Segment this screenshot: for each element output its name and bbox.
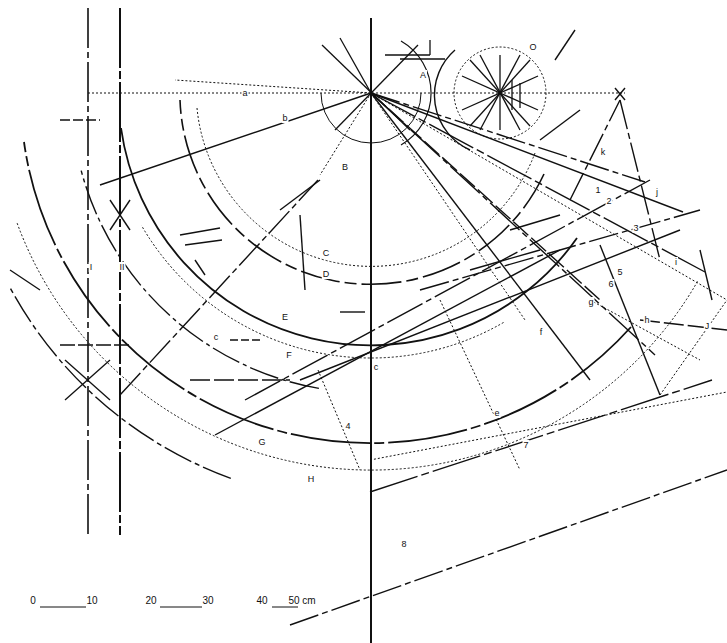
scale-number: 30 [201, 595, 214, 606]
cross-lines [10, 30, 727, 625]
arc-E [121, 128, 577, 345]
line-label: 1 [594, 185, 601, 195]
line-label: 5 [616, 267, 623, 277]
line-label: b [281, 113, 288, 123]
line-label: 4 [344, 421, 351, 431]
line-a [88, 93, 625, 94]
line-label: I [89, 262, 94, 272]
circle-O [454, 47, 546, 139]
scale-number: 20 [144, 595, 157, 606]
arc-D [180, 100, 544, 284]
line-label: G [257, 437, 266, 447]
scale-number: 10 [85, 595, 98, 606]
line-label: F [285, 350, 293, 360]
circle-B [321, 93, 421, 143]
line-label: c [373, 362, 380, 372]
line-label: c [213, 332, 220, 342]
line-label: 3 [632, 223, 639, 233]
arc-far [9, 286, 231, 479]
scale-number: 0 [29, 595, 37, 606]
line-label: e [493, 408, 500, 418]
line-label: 2 [605, 196, 612, 206]
line-label: A [419, 70, 427, 80]
arc-outer-dash [81, 171, 319, 389]
line-label: 8 [400, 539, 407, 549]
line-label: j [655, 187, 659, 197]
rays [100, 80, 727, 380]
scale-number: 50 cm [287, 595, 316, 606]
scale-number: 40 [255, 595, 268, 606]
line-label: H [307, 474, 316, 484]
line-label: O [528, 42, 537, 52]
arc-F [142, 226, 504, 359]
line-label: B [341, 162, 349, 172]
arc-G [24, 142, 631, 443]
scale-bar [40, 607, 298, 608]
line-label: a [241, 88, 248, 98]
line-label: h [643, 315, 650, 325]
arc-H [17, 222, 698, 470]
star-O [400, 55, 538, 130]
line-label: 7 [522, 440, 529, 450]
line-label: E [281, 312, 289, 322]
line-label: D [322, 269, 331, 279]
line-label: k [600, 147, 607, 157]
arc-A [401, 41, 431, 145]
line-label: C [322, 248, 331, 258]
line-label: g [587, 297, 594, 307]
line-label: J [704, 321, 711, 331]
line-label: 6 [607, 279, 614, 289]
line-label: II [118, 262, 125, 272]
arc-near-O [434, 50, 470, 150]
line-label: f [539, 327, 544, 337]
line-label: i [674, 257, 678, 267]
